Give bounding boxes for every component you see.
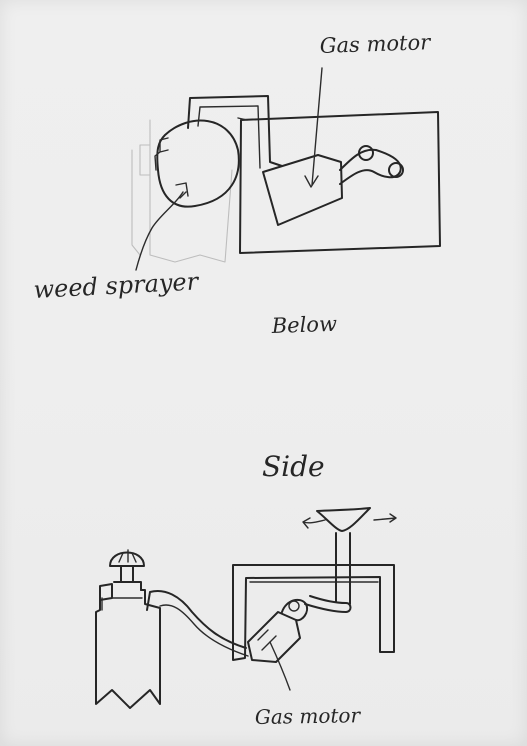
motor-pointer-side [270,642,290,690]
sprayer-tank-top [157,121,239,207]
hose-side-inner [160,605,248,656]
gas-motor-cylinder [282,600,307,620]
sprayer-body-side [96,584,160,708]
frame-side-outer [233,565,394,660]
label-side: Side [262,450,325,483]
gas-motor-side [248,612,300,662]
pulley-arm [340,150,401,184]
steering-post [336,533,350,604]
sprayer-handle-marks [119,550,136,562]
gas-motor-top [263,155,342,225]
motor-detail [258,630,276,650]
steering-arrow-left [303,518,325,528]
label-below: Below [270,312,337,338]
crank-link [305,596,351,612]
hose-side [147,591,246,648]
hose-top-inner [198,106,260,168]
platform-frame-extra [238,118,247,120]
below-view [132,68,440,270]
steering-arrow-right [374,514,396,522]
side-view [96,508,396,708]
faint-sprayer-sketch [132,120,232,262]
motor-pointer-top [305,68,322,187]
sprayer-nozzle-mark [176,183,188,198]
label-top-gas-motor: Gas motor [319,30,432,58]
sprayer-neck [114,566,141,590]
sprayer-inner-lines [102,598,142,610]
motor-cap [289,601,299,611]
label-bottom-gas-motor: Gas motor [255,703,362,729]
label-weed-sprayer: weed sprayer [33,267,200,304]
sprayer-handle [110,553,144,567]
